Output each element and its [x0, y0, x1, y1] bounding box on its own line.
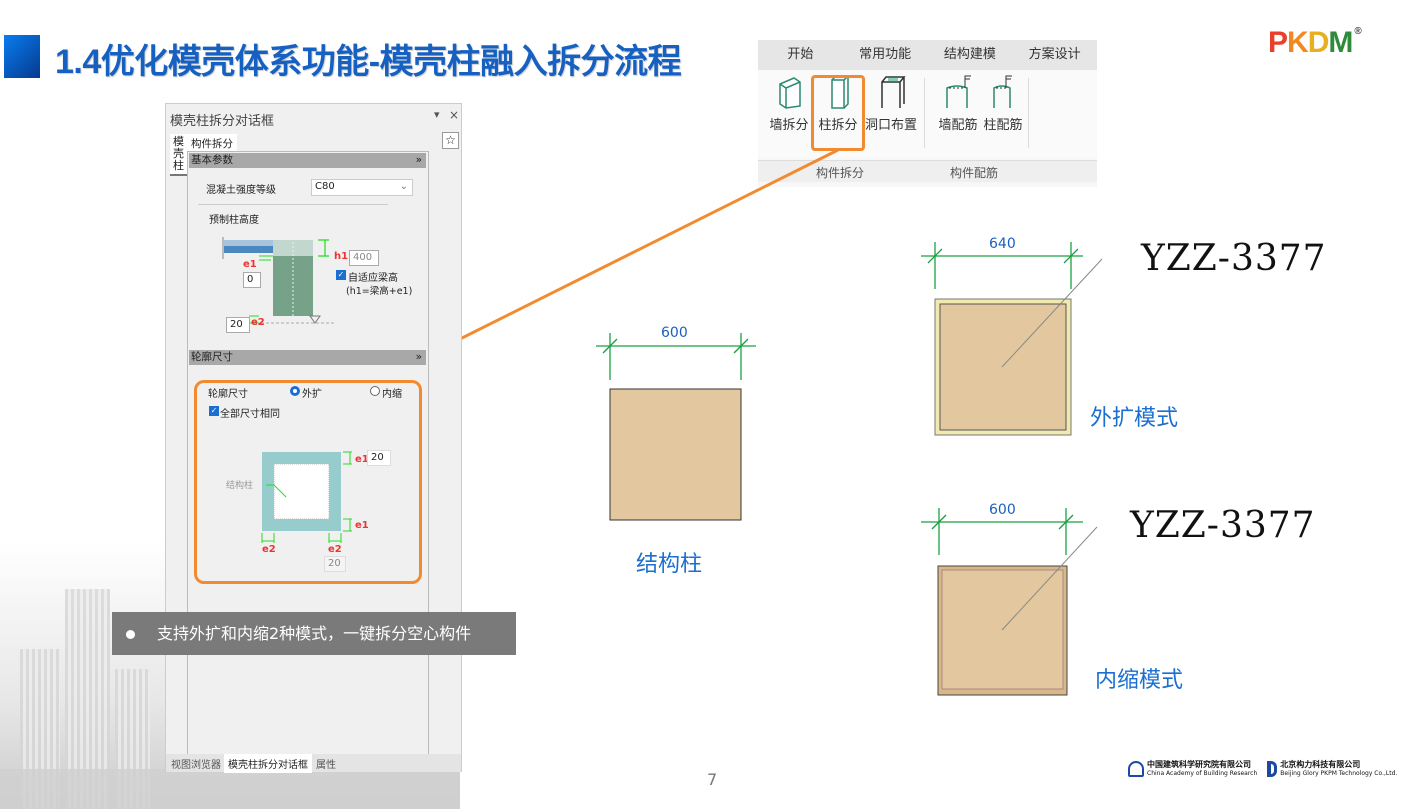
bullet-callout: 支持外扩和内缩2种模式，一键拆分空心构件: [112, 612, 516, 655]
bottom-tabs: 视图浏览器 模壳柱拆分对话框 属性: [166, 754, 461, 773]
tab-properties[interactable]: 属性: [316, 760, 336, 771]
opening-icon: [881, 76, 906, 108]
tab-view-browser[interactable]: 视图浏览器: [171, 760, 221, 771]
group-label-rebar: 构件配筋: [950, 166, 999, 180]
h1-input[interactable]: 400: [349, 250, 379, 266]
side-tab[interactable]: 模壳柱: [170, 134, 187, 176]
outer-leader: [1001, 258, 1103, 368]
outer-tag: YZZ-3377: [1141, 238, 1327, 279]
section-header-basic[interactable]: 基本参数»: [189, 153, 426, 168]
formula-text: (h1=梁高+e1): [346, 286, 413, 297]
radio-outer[interactable]: [290, 386, 300, 396]
outline-diagram: [261, 451, 352, 543]
inner-leader: [1001, 526, 1098, 631]
e1-input[interactable]: 0: [243, 272, 261, 288]
radio-inner-label: 内缩: [382, 389, 402, 400]
outer-mode-column: [939, 303, 1067, 431]
radio-outer-label: 外扩: [302, 389, 322, 400]
bullet-dot: [126, 630, 135, 639]
inner-tag: YZZ-3377: [1130, 505, 1316, 546]
e1-label: e1: [243, 259, 257, 270]
tab-column-split-dialog[interactable]: 模壳柱拆分对话框: [224, 754, 312, 773]
column-split-icon: [831, 75, 850, 109]
outer-mode-label: 外扩模式: [1090, 406, 1179, 431]
inner-dim-text: 600: [989, 502, 1016, 518]
radio-inner[interactable]: [370, 386, 380, 396]
h1-label: h1: [334, 251, 349, 262]
outline-e2-label-2: e2: [328, 544, 342, 555]
ribbon-separator: [924, 78, 925, 148]
section-header-outline[interactable]: 轮廓尺寸»: [189, 350, 426, 365]
dim-struct: [596, 333, 756, 380]
struct-column-label: 结构柱: [226, 481, 254, 491]
e2-label: e2: [251, 317, 265, 328]
dim-outer: [921, 242, 1083, 289]
outer-dim-text: 640: [989, 236, 1016, 252]
height-diagram: [222, 234, 336, 324]
outline-e2-input[interactable]: 20: [324, 556, 346, 572]
star-icon[interactable]: ☆: [442, 132, 459, 149]
close-button[interactable]: ×: [449, 108, 460, 122]
concrete-label: 混凝土强度等级: [206, 185, 276, 196]
divider: [198, 204, 388, 205]
pin-button[interactable]: ▾: [434, 108, 440, 121]
same-size-checkbox[interactable]: ✓: [209, 406, 219, 416]
tab-structure-modeling[interactable]: 结构建模: [943, 47, 996, 62]
struct-column-square: [609, 388, 742, 521]
inner-mode-label: 内缩模式: [1095, 668, 1184, 693]
pkpm-logo: PKDM®: [1268, 26, 1362, 59]
outline-e1-input[interactable]: 20: [367, 450, 391, 466]
column-rebar-icon: [993, 75, 1012, 108]
outline-highlight: [194, 380, 422, 584]
page-number: 7: [707, 770, 718, 789]
struct-dim-text: 600: [661, 325, 688, 341]
tab-common[interactable]: 常用功能: [859, 47, 912, 62]
outline-e1-label: e1: [355, 454, 369, 465]
column-split-button[interactable]: 柱拆分: [813, 74, 863, 133]
tab-scheme-design[interactable]: 方案设计: [1028, 47, 1081, 62]
tab-start[interactable]: 开始: [787, 47, 814, 62]
e2-input[interactable]: 20: [226, 317, 250, 333]
dim-inner: [921, 508, 1083, 555]
same-size-label: 全部尺寸相同: [220, 409, 280, 420]
wall-split-icon: [779, 77, 801, 109]
slide-title: 1.4优化模壳体系功能-模壳柱融入拆分流程: [55, 43, 682, 81]
struct-label: 结构柱: [636, 552, 703, 577]
dialog-title: 模壳柱拆分对话框: [170, 114, 275, 129]
column-rebar-button[interactable]: 柱配筋: [978, 74, 1028, 133]
precast-height-label: 预制柱高度: [209, 215, 259, 226]
tab-component-split[interactable]: 构件拆分: [187, 134, 237, 153]
outline-label: 轮廓尺寸: [208, 389, 248, 400]
wall-split-button[interactable]: 墙拆分: [764, 74, 814, 133]
ribbon-separator: [1028, 78, 1029, 148]
concrete-grade-select[interactable]: C80⌄: [311, 179, 413, 196]
column-split-dialog: 模壳柱拆分对话框 ▾ × 模壳柱 构件拆分 ☆ 基本参数» 混凝土强度等级 C8…: [165, 103, 462, 773]
opening-layout-button[interactable]: 洞口布置: [863, 74, 919, 133]
adaptive-label: 自适应梁高: [348, 273, 398, 284]
outline-e1-label-2: e1: [355, 520, 369, 531]
outline-e2-label: e2: [262, 544, 276, 555]
title-marker: [4, 35, 40, 78]
wall-rebar-button[interactable]: 墙配筋: [933, 74, 983, 133]
adaptive-checkbox[interactable]: ✓: [336, 270, 346, 280]
wall-rebar-icon: [946, 75, 971, 108]
